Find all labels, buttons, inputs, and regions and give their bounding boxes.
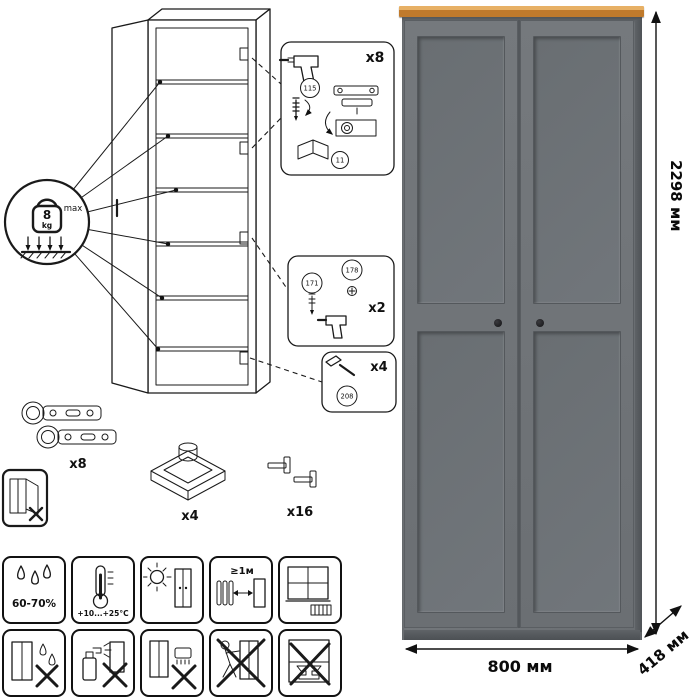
- wardrobe-side-edge: [635, 20, 642, 632]
- no-abrasive-cell: [140, 629, 204, 697]
- wardrobe-plinth: [404, 630, 640, 640]
- pins-count-label: x16: [287, 505, 313, 520]
- hinge-hardware-drawing: x8: [21, 401, 117, 472]
- no-abrasive-icon: [149, 640, 197, 690]
- shelves: [155, 79, 249, 352]
- distributed-load-arrows: [20, 236, 72, 259]
- feet-count-label: x4: [181, 509, 198, 524]
- right-door-upper-panel: [533, 36, 621, 304]
- connector-screws: [308, 286, 357, 315]
- wardrobe-right-door: [520, 20, 634, 628]
- load-limit-number: 8: [43, 208, 51, 222]
- humidity-cell: 60-70%: [2, 556, 66, 624]
- ventilation-icon: [285, 566, 332, 616]
- load-limit-unit: kg: [42, 221, 52, 230]
- height-dimension: 2298 мм: [651, 10, 685, 636]
- left-door-upper-panel: [417, 36, 505, 304]
- depth-label: 418 мм: [634, 626, 689, 679]
- ventilation-cell: [278, 556, 342, 624]
- heat-distance-cell: ≥1м: [209, 556, 273, 624]
- temperature-icon: +10...+25°C: [77, 565, 129, 618]
- wardrobe-top-trim: [399, 6, 644, 17]
- no-drag-cell: [209, 629, 273, 697]
- load-limit-callout: 8 kg max: [3, 79, 179, 352]
- no-solvent-icon: [82, 641, 128, 688]
- width-dimension: 800 мм: [404, 644, 640, 676]
- part-208-label: 208: [341, 393, 354, 401]
- part-178-label: 178: [346, 267, 359, 275]
- temperature-cell: +10...+25°C: [71, 556, 135, 624]
- assembly-diagram: 8 kg max x8 11: [1, 8, 397, 528]
- height-label: 2298 мм: [667, 160, 685, 232]
- no-wet-cleaning-icon: [11, 641, 59, 688]
- part-11-label: 11: [336, 157, 345, 165]
- hinge-step-callout: x8 115: [251, 41, 395, 176]
- hinge-qty-label: x8: [366, 50, 385, 66]
- part-171-label: 171: [306, 280, 319, 288]
- care-icon-grid: 60-70% +10...+25°C ≥1м: [2, 556, 342, 697]
- exploded-cabinet-drawing: [111, 8, 271, 394]
- sunlight-icon: [143, 562, 192, 608]
- screwdriver-icon: [325, 355, 356, 377]
- shelf-pin-hardware-drawing: x16: [267, 456, 317, 520]
- wardrobe-render: [399, 6, 644, 640]
- screw-icon: [292, 97, 312, 121]
- kettlebell-icon: 8 kg: [31, 198, 63, 234]
- heat-distance-icon: ≥1м: [216, 566, 266, 608]
- no-heavy-load-icon: [288, 639, 331, 686]
- door-gap: [518, 20, 520, 628]
- right-door-lower-panel: [533, 331, 621, 613]
- hinge-mechanism-drawing: [325, 85, 379, 137]
- load-limit-max: max: [64, 204, 83, 214]
- drill-small-icon: [316, 315, 347, 339]
- distance-label: ≥1м: [230, 566, 254, 577]
- width-label: 800 мм: [487, 657, 552, 676]
- screws-qty-label: x4: [370, 360, 387, 375]
- wardrobe-left-door: [404, 20, 518, 628]
- no-solvent-cell: [71, 629, 135, 697]
- part-115-label: 115: [304, 85, 317, 93]
- left-door-lower-panel: [417, 331, 505, 613]
- depth-dimension: 418 мм: [634, 605, 689, 679]
- left-door-knob: [494, 319, 502, 327]
- sunlight-cell: [140, 556, 204, 624]
- connector-step-callout: 171 178 x2: [251, 237, 395, 347]
- connector-qty-label: x2: [368, 301, 385, 316]
- no-wet-cleaning-cell: [2, 629, 66, 697]
- door-warning-icon: [1, 468, 49, 528]
- humidity-icon: 60-70%: [12, 564, 57, 610]
- screws-step-callout: x4 208: [249, 351, 397, 413]
- hinge-marks: [239, 47, 249, 365]
- manual-book-icon: [297, 139, 329, 160]
- wardrobe-body: [402, 17, 642, 640]
- right-door-knob: [536, 319, 544, 327]
- no-drag-icon: [216, 638, 266, 688]
- humidity-label: 60-70%: [12, 598, 57, 610]
- no-heavy-load-cell: [278, 629, 342, 697]
- temperature-label: +10...+25°C: [77, 609, 129, 618]
- hinges-count-label: x8: [69, 457, 86, 472]
- foot-hardware-drawing: x4: [150, 442, 226, 524]
